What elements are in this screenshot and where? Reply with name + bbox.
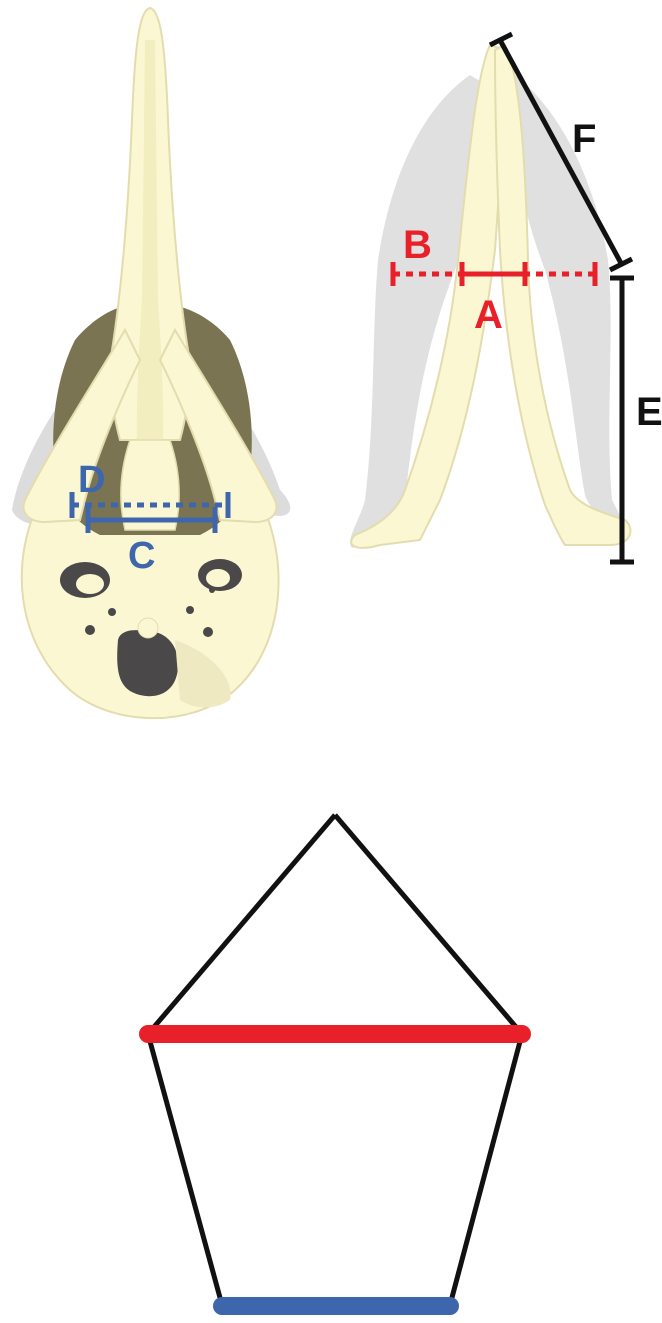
label-c: C bbox=[128, 535, 155, 577]
schematic-right-side-edge bbox=[450, 1034, 522, 1305]
label-e: E bbox=[636, 390, 662, 434]
schematic-shape bbox=[148, 815, 522, 1306]
schematic-left-side-edge bbox=[148, 1034, 222, 1305]
skull-foramen-magnum bbox=[117, 630, 178, 696]
skull-foramen bbox=[209, 587, 215, 593]
label-f: F bbox=[572, 117, 596, 161]
skull-foramen bbox=[85, 625, 95, 635]
schematic-left-upper-edge bbox=[148, 815, 335, 1034]
skull-foramen bbox=[203, 627, 213, 637]
skull-foramen bbox=[186, 606, 194, 614]
label-b: B bbox=[403, 223, 432, 267]
label-d: D bbox=[78, 459, 105, 501]
skull-left-bulla-highlight bbox=[76, 574, 104, 594]
skull-illustration bbox=[12, 8, 290, 718]
skull-right-bulla-highlight bbox=[206, 569, 230, 587]
skull-pterygoid bbox=[121, 440, 179, 530]
label-a: A bbox=[474, 293, 503, 337]
schematic-right-upper-edge bbox=[335, 815, 522, 1034]
skull-condyle bbox=[138, 618, 158, 638]
skull-foramen bbox=[108, 608, 116, 616]
